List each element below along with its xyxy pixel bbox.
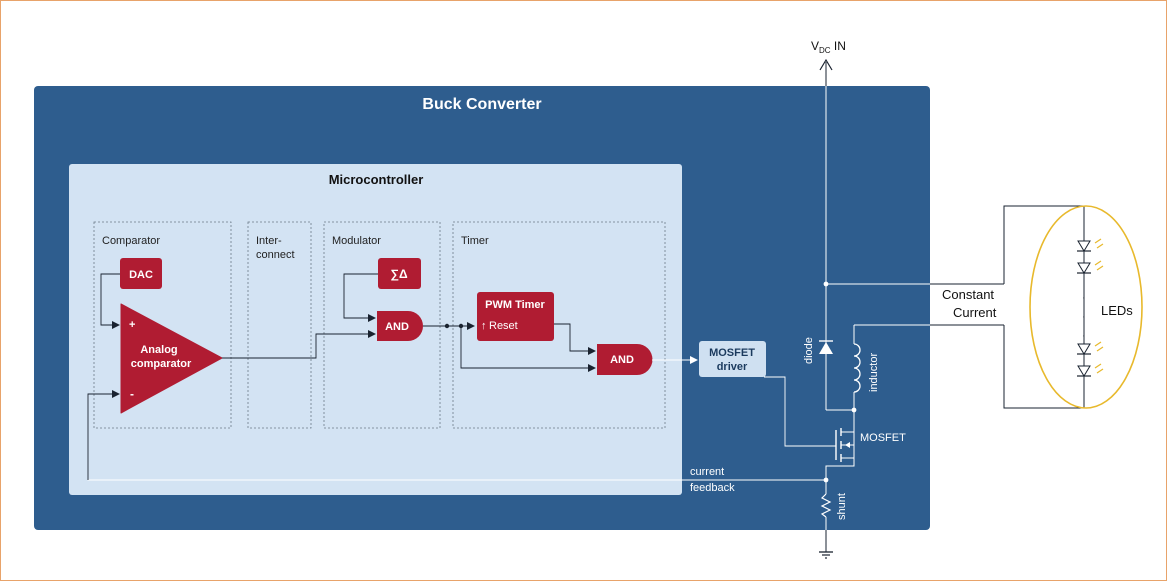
dac-block [120, 258, 162, 289]
current-feedback-label-1: current [690, 466, 724, 478]
comparator-label-2: comparator [131, 358, 192, 370]
led-bottom-wire [1003, 325, 1084, 409]
constant-current-label-1: Constant [942, 287, 994, 302]
and-gate-modulator [377, 311, 423, 341]
comparator-minus: - [130, 387, 134, 401]
shunt-resistor [820, 493, 832, 518]
leds-ellipse [1029, 205, 1143, 409]
constant-current-label-2: Current [953, 305, 997, 320]
and-gate-timer-label: AND [610, 354, 634, 366]
interconnect-section [247, 221, 312, 429]
buck-converter-title: Buck Converter [422, 96, 541, 113]
dac-to-comparator-wire [100, 273, 120, 329]
vdc-label: VDC IN [811, 39, 846, 55]
led-ellipsis-2: · [1082, 311, 1086, 323]
sigma-delta-block [378, 258, 421, 289]
current-feedback-label-2: feedback [690, 482, 735, 494]
led-ellipsis-3: · [1082, 330, 1086, 342]
timer-label: Timer [461, 235, 489, 247]
pwm-reset-label: Reset [489, 320, 518, 332]
junction-dot-1 [444, 323, 450, 329]
interconnect-label-2: connect [256, 249, 295, 261]
modulator-label: Modulator [332, 235, 381, 247]
pwm-timer-block [477, 292, 554, 341]
reset-arrow-icon: ↑ [481, 320, 487, 332]
led-top-wire [1003, 205, 1084, 284]
diode-label: diode [803, 337, 815, 364]
microcontroller-box [69, 164, 682, 495]
comparator-label-1: Analog [140, 344, 177, 356]
led-4 [1077, 363, 1104, 377]
analog-comparator-triangle [120, 303, 223, 414]
leds-label: LEDs [1101, 303, 1133, 318]
sigma-delta-to-and-wire [343, 273, 378, 322]
mosfet-arrow-icon [845, 442, 850, 448]
inductor-coil [853, 343, 861, 393]
shunt-label: shunt [836, 493, 848, 520]
mosfet-driver-label-1: MOSFET [709, 347, 755, 359]
comparator-section [93, 221, 232, 429]
driver-to-gate-wire [764, 376, 836, 447]
bypass-to-and2-wire [460, 326, 596, 372]
and-gate-timer [597, 344, 653, 375]
led-ellipsis-1: · [1082, 292, 1086, 304]
timer-section [452, 221, 666, 429]
vdc-arrow-icon [819, 58, 833, 71]
inductor-label: inductor [868, 353, 880, 392]
led-2 [1077, 260, 1104, 274]
dac-label: DAC [129, 269, 153, 281]
microcontroller-title: Microcontroller [329, 172, 424, 187]
led-1 [1077, 238, 1104, 252]
led-3 [1077, 341, 1104, 355]
comparator-label: Comparator [102, 235, 160, 247]
diode-symbol [819, 342, 833, 354]
pwm-timer-title: PWM Timer [485, 299, 545, 311]
comparator-plus: + [129, 319, 135, 331]
comparator-to-and-wire [222, 330, 376, 359]
mosfet-label: MOSFET [860, 432, 906, 444]
pwm-to-and2-wire [554, 323, 596, 355]
feedback-inner-wire [87, 390, 120, 480]
and-gate-modulator-label: AND [385, 321, 409, 333]
modulator-section [323, 221, 441, 429]
interconnect-label-1: Inter- [256, 235, 282, 247]
sigma-delta-label: ∑Δ [390, 267, 408, 281]
mosfet-driver-block [699, 341, 766, 377]
mosfet-driver-label-2: driver [717, 361, 748, 373]
